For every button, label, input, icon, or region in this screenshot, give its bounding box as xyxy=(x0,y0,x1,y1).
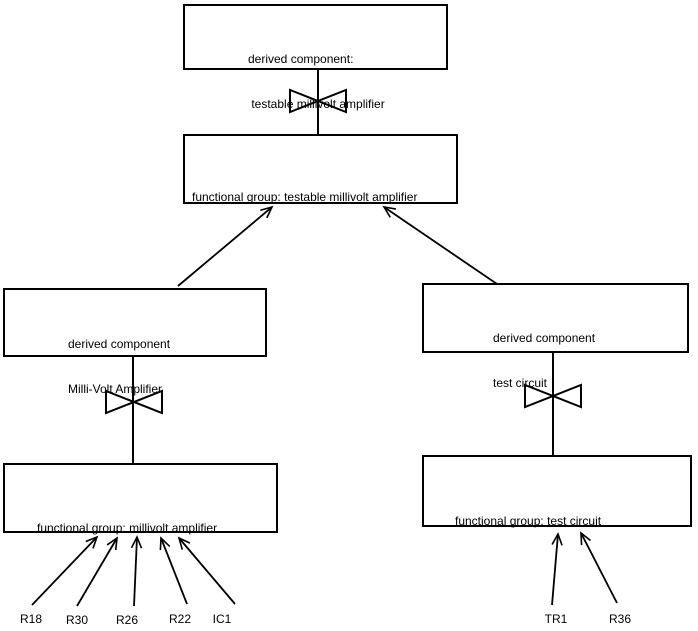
arrow-ic1-to-fg-mva xyxy=(177,536,236,605)
arrow-r26-to-fg-mva xyxy=(130,535,143,607)
node-label-line1: derived component xyxy=(493,331,596,345)
component-label-r36: R36 xyxy=(608,612,632,626)
node-derived-component-test-circuit: derived component test circuit xyxy=(422,283,689,390)
node-functional-group-millivolt-amplifier: functional group: millivolt amplifier xyxy=(3,463,278,535)
component-label-tr1: TR1 xyxy=(544,612,568,626)
node-derived-component-milli-volt-amplifier: derived component Milli-Volt Amplifier xyxy=(3,288,267,396)
component-label-r22: R22 xyxy=(168,612,192,626)
node-label-line1: functional group: test circuit xyxy=(455,514,602,528)
node-label: derived component Milli-Volt Amplifier xyxy=(68,307,170,427)
component-label-r26: R26 xyxy=(115,613,139,627)
arrow-r30-to-fg-mva xyxy=(76,536,118,607)
node-functional-group-testable-mv-amplifier: functional group: testable millivolt amp… xyxy=(183,134,458,204)
component-label-r18: R18 xyxy=(19,612,43,626)
component-label-ic1: IC1 xyxy=(212,612,232,626)
arrow-r18-to-fg-mva xyxy=(31,535,99,606)
node-label-line2: Milli-Volt Amplifier xyxy=(68,382,163,396)
node-label: derived component test circuit xyxy=(493,301,595,421)
node-label: functional group: test circuit xyxy=(455,484,601,559)
node-derived-component-testable-mv-amplifier: derived component: testable millivolt am… xyxy=(183,4,448,111)
arrow-r36-to-fg-test xyxy=(580,531,618,604)
node-label-line1: functional group: testable millivolt amp… xyxy=(192,190,418,204)
node-label-line2: testable millivolt amplifier xyxy=(248,97,385,111)
node-label: functional group: millivolt amplifier xyxy=(37,491,217,566)
arrow-r22-to-fg-mva xyxy=(159,536,188,605)
node-label-line1: derived component xyxy=(68,337,171,351)
arrow-derived-test-to-fg-testable xyxy=(382,205,498,285)
node-label-line1: derived component: xyxy=(248,52,354,66)
bowtie-icon-mva xyxy=(105,389,163,415)
arrow-tr1-to-fg-test xyxy=(551,532,563,606)
node-label: derived component: testable millivolt am… xyxy=(248,22,385,142)
component-label-r30: R30 xyxy=(65,613,89,627)
node-label: functional group: testable millivolt amp… xyxy=(192,160,417,235)
bowtie-icon-test xyxy=(524,383,582,409)
node-functional-group-test-circuit: functional group: test circuit xyxy=(422,455,692,528)
bowtie-icon-testable xyxy=(289,88,347,114)
node-label-line1: functional group: millivolt amplifier xyxy=(37,521,218,535)
node-label-line2: test circuit xyxy=(493,376,548,390)
arrow-derived-mva-to-fg-testable xyxy=(177,205,274,287)
